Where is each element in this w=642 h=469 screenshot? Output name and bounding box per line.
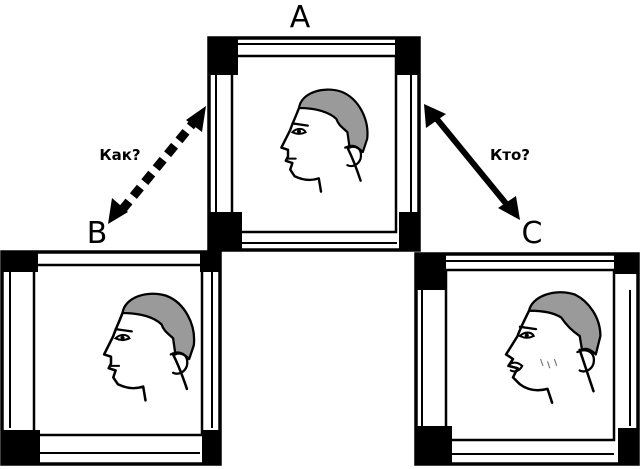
frame-a-inner (230, 54, 398, 234)
frame-a-corner-tr (395, 38, 419, 75)
frame-c (414, 252, 640, 466)
frame-c-corner-br (618, 428, 638, 464)
frame-a-corner-bl (209, 212, 242, 250)
frame-c-corner-bl (416, 426, 452, 464)
frame-c-corner-tr (614, 254, 638, 274)
frame-b-corner-bl (2, 430, 40, 464)
frame-a-corner-tl (209, 38, 238, 75)
question-how: Как? (99, 146, 140, 164)
frame-a-corner-br (399, 212, 419, 250)
frame-b-corner-tr (200, 252, 220, 272)
label-b: B (87, 216, 108, 251)
label-a: A (290, 0, 311, 35)
frame-a (207, 36, 421, 252)
frame-c-inner (444, 268, 616, 442)
frame-b-corner-br (202, 430, 220, 464)
dashed-double-arrow-icon (108, 106, 206, 224)
solid-double-arrow-icon (424, 104, 520, 220)
question-who: Кто? (490, 146, 530, 164)
frame-c-corner-tl (416, 254, 446, 290)
frame-b (0, 250, 222, 466)
label-c: C (522, 216, 543, 251)
frame-b-corner-tl (2, 252, 38, 272)
